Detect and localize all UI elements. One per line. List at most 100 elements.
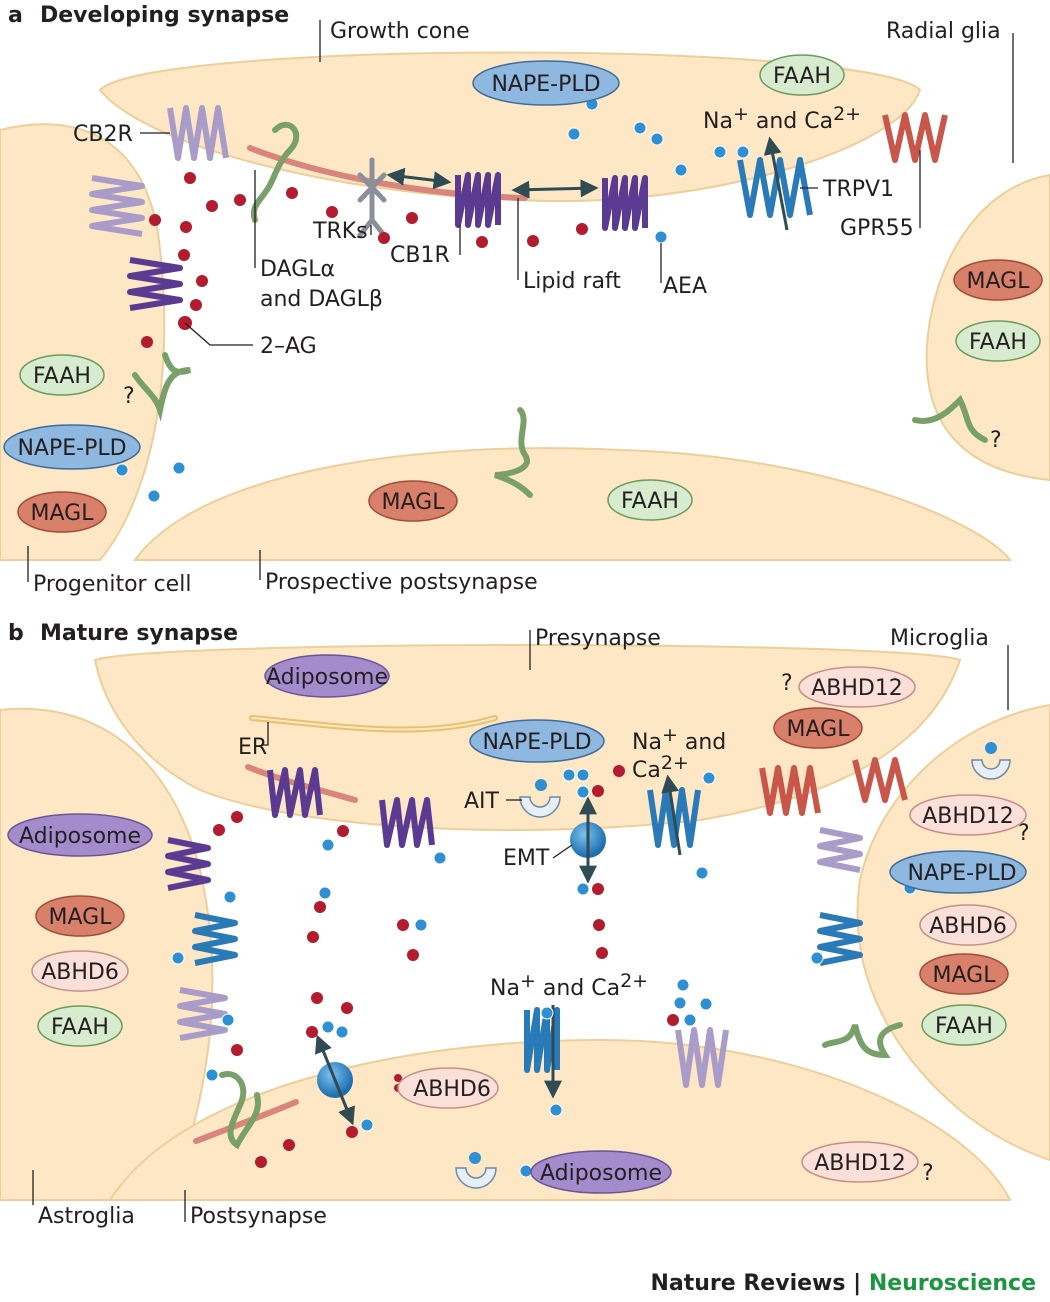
label-trks: TRKs: [312, 219, 368, 244]
label-na-ca-a: Na+ and Ca2+: [703, 103, 861, 134]
label-aea: AEA: [663, 274, 707, 299]
two-ag-molecule: [196, 275, 208, 287]
aea-molecule: [695, 866, 709, 880]
two-ag-molecule: [378, 232, 390, 244]
unknown-receptor-micro: [822, 1022, 903, 1059]
label-2ag: 2–AG: [260, 334, 317, 359]
pill-faah-top: FAAH: [759, 54, 845, 96]
two-ag-molecule: [178, 249, 190, 261]
aea-molecules-a: [115, 97, 750, 503]
two-ag-molecule: [326, 206, 338, 218]
label-ait: AIT: [464, 789, 500, 814]
pill-faah-right-a: FAAH: [955, 320, 1041, 362]
panel-b-receptors: [165, 757, 908, 1150]
two-ag-molecule: [596, 947, 608, 959]
aea-molecule: [562, 768, 576, 782]
label-gpr55: GPR55: [840, 216, 914, 241]
label-cb2r: CB2R: [73, 122, 133, 147]
aea-molecule: [673, 996, 687, 1010]
pill-magl-right-b: MAGL: [919, 953, 1009, 995]
emt-transporter-post: [315, 1034, 355, 1126]
two-ag-molecule: [613, 765, 625, 777]
aea-molecule: [567, 127, 581, 141]
pill-magl-right-a: MAGL: [953, 259, 1043, 301]
panel-b-title: Mature synapse: [40, 621, 238, 646]
pill-text: FAAH: [621, 489, 679, 514]
label-trpv1: TRPV1: [822, 177, 894, 202]
aea-molecule: [321, 838, 335, 852]
pill-abhd12-right: ABHD12: [909, 794, 1027, 836]
two-ag-molecule: [184, 172, 196, 184]
pill-text: MAGL: [382, 490, 446, 515]
aea-molecule: [683, 1013, 697, 1027]
aea-molecule: [736, 145, 750, 159]
aea-molecule: [205, 1068, 219, 1082]
pill-nape-pld-left-a: NAPE-PLD: [3, 424, 141, 470]
pill-magl-top: MAGL: [773, 707, 863, 749]
cb2r-receptor-left: [89, 175, 145, 237]
pill-adiposome-left: Adiposome: [7, 813, 153, 857]
pill-text: NAPE-PLD: [907, 861, 1016, 886]
aea-molecule: [221, 1013, 235, 1027]
pill-abhd12-top: ABHD12: [798, 666, 916, 708]
two-ag-molecule: [231, 811, 243, 823]
two-ag-molecule: [190, 299, 202, 311]
ait-transporter-micro: [971, 742, 1011, 780]
two-ag-molecule: [592, 785, 604, 797]
emt-transporter: [570, 796, 606, 884]
two-ag-molecule: [593, 919, 605, 931]
two-ag-molecule: [286, 187, 298, 199]
pill-abhd6-right: ABHD6: [919, 904, 1017, 946]
trk-cb1r-arrow: [386, 167, 452, 190]
two-ag-molecule: [314, 901, 326, 913]
aea-molecule: [223, 890, 237, 904]
two-ag-molecule: [337, 825, 349, 837]
leader-2ag: [184, 322, 253, 346]
label-prospective-postsynapse: Prospective postsynapse: [265, 570, 538, 595]
journal-section: Neuroscience: [869, 1271, 1036, 1296]
cb2r-receptor-top: [167, 105, 229, 161]
aea-molecule: [519, 1164, 533, 1178]
aea-molecule: [576, 768, 590, 782]
aea-molecule: [576, 785, 590, 799]
cb1r-receptor-right: [602, 175, 648, 231]
panel-a-title: Developing synapse: [40, 3, 289, 28]
trpv1-receptor-astro: [192, 912, 238, 966]
label-question-abhd12-right: ?: [1018, 821, 1030, 846]
pill-text: ABHD6: [413, 1077, 491, 1102]
aea-molecule: [171, 951, 185, 965]
pill-adiposome-post: Adiposome: [530, 1150, 672, 1194]
gpr55-receptor: [882, 112, 948, 163]
aea-molecule: [699, 997, 713, 1011]
panel-b: b Mature synapse Presynapse Microglia ER…: [0, 621, 1050, 1229]
unknown-receptor-left: [132, 352, 191, 422]
two-ag-molecule: [180, 221, 192, 233]
two-ag-molecule: [407, 949, 419, 961]
two-ag-molecule: [149, 214, 161, 226]
er-membrane-inner: [251, 717, 496, 731]
pill-magl-left-b: MAGL: [35, 895, 125, 937]
aea-molecule: [433, 851, 447, 865]
label-radial-glia: Radial glia: [886, 19, 1001, 44]
panel-b-letter: b: [8, 621, 24, 646]
pill-abhd6-post: ABHD6: [397, 1067, 499, 1109]
pill-faah-left-b: FAAH: [37, 1005, 123, 1047]
label-question-abhd12-post: ?: [922, 1161, 934, 1186]
lipid-raft-post: [193, 1099, 299, 1144]
aea-molecule: [713, 145, 727, 159]
trpv1-ion-arrow-pre: [661, 774, 682, 856]
pill-adiposome-top: Adiposome: [264, 654, 390, 698]
label-na-ca-post: Na+ and Ca2+: [490, 970, 648, 1001]
pill-text: ABHD6: [41, 960, 119, 985]
aea-molecule: [335, 1025, 349, 1039]
aea-molecule: [172, 461, 186, 475]
aea-molecule: [674, 163, 688, 177]
two-ag-molecule: [255, 1156, 267, 1168]
two-ag-molecule: [394, 1074, 402, 1082]
cb1r-receptor-pre-1: [267, 767, 323, 818]
cb2r-receptor-micro: [817, 827, 863, 873]
two-ag-molecule: [231, 1044, 243, 1056]
trpv1-receptor-micro: [817, 912, 863, 966]
two-ag-molecule: [341, 1002, 353, 1014]
trpv1-ion-arrow: [763, 136, 789, 231]
